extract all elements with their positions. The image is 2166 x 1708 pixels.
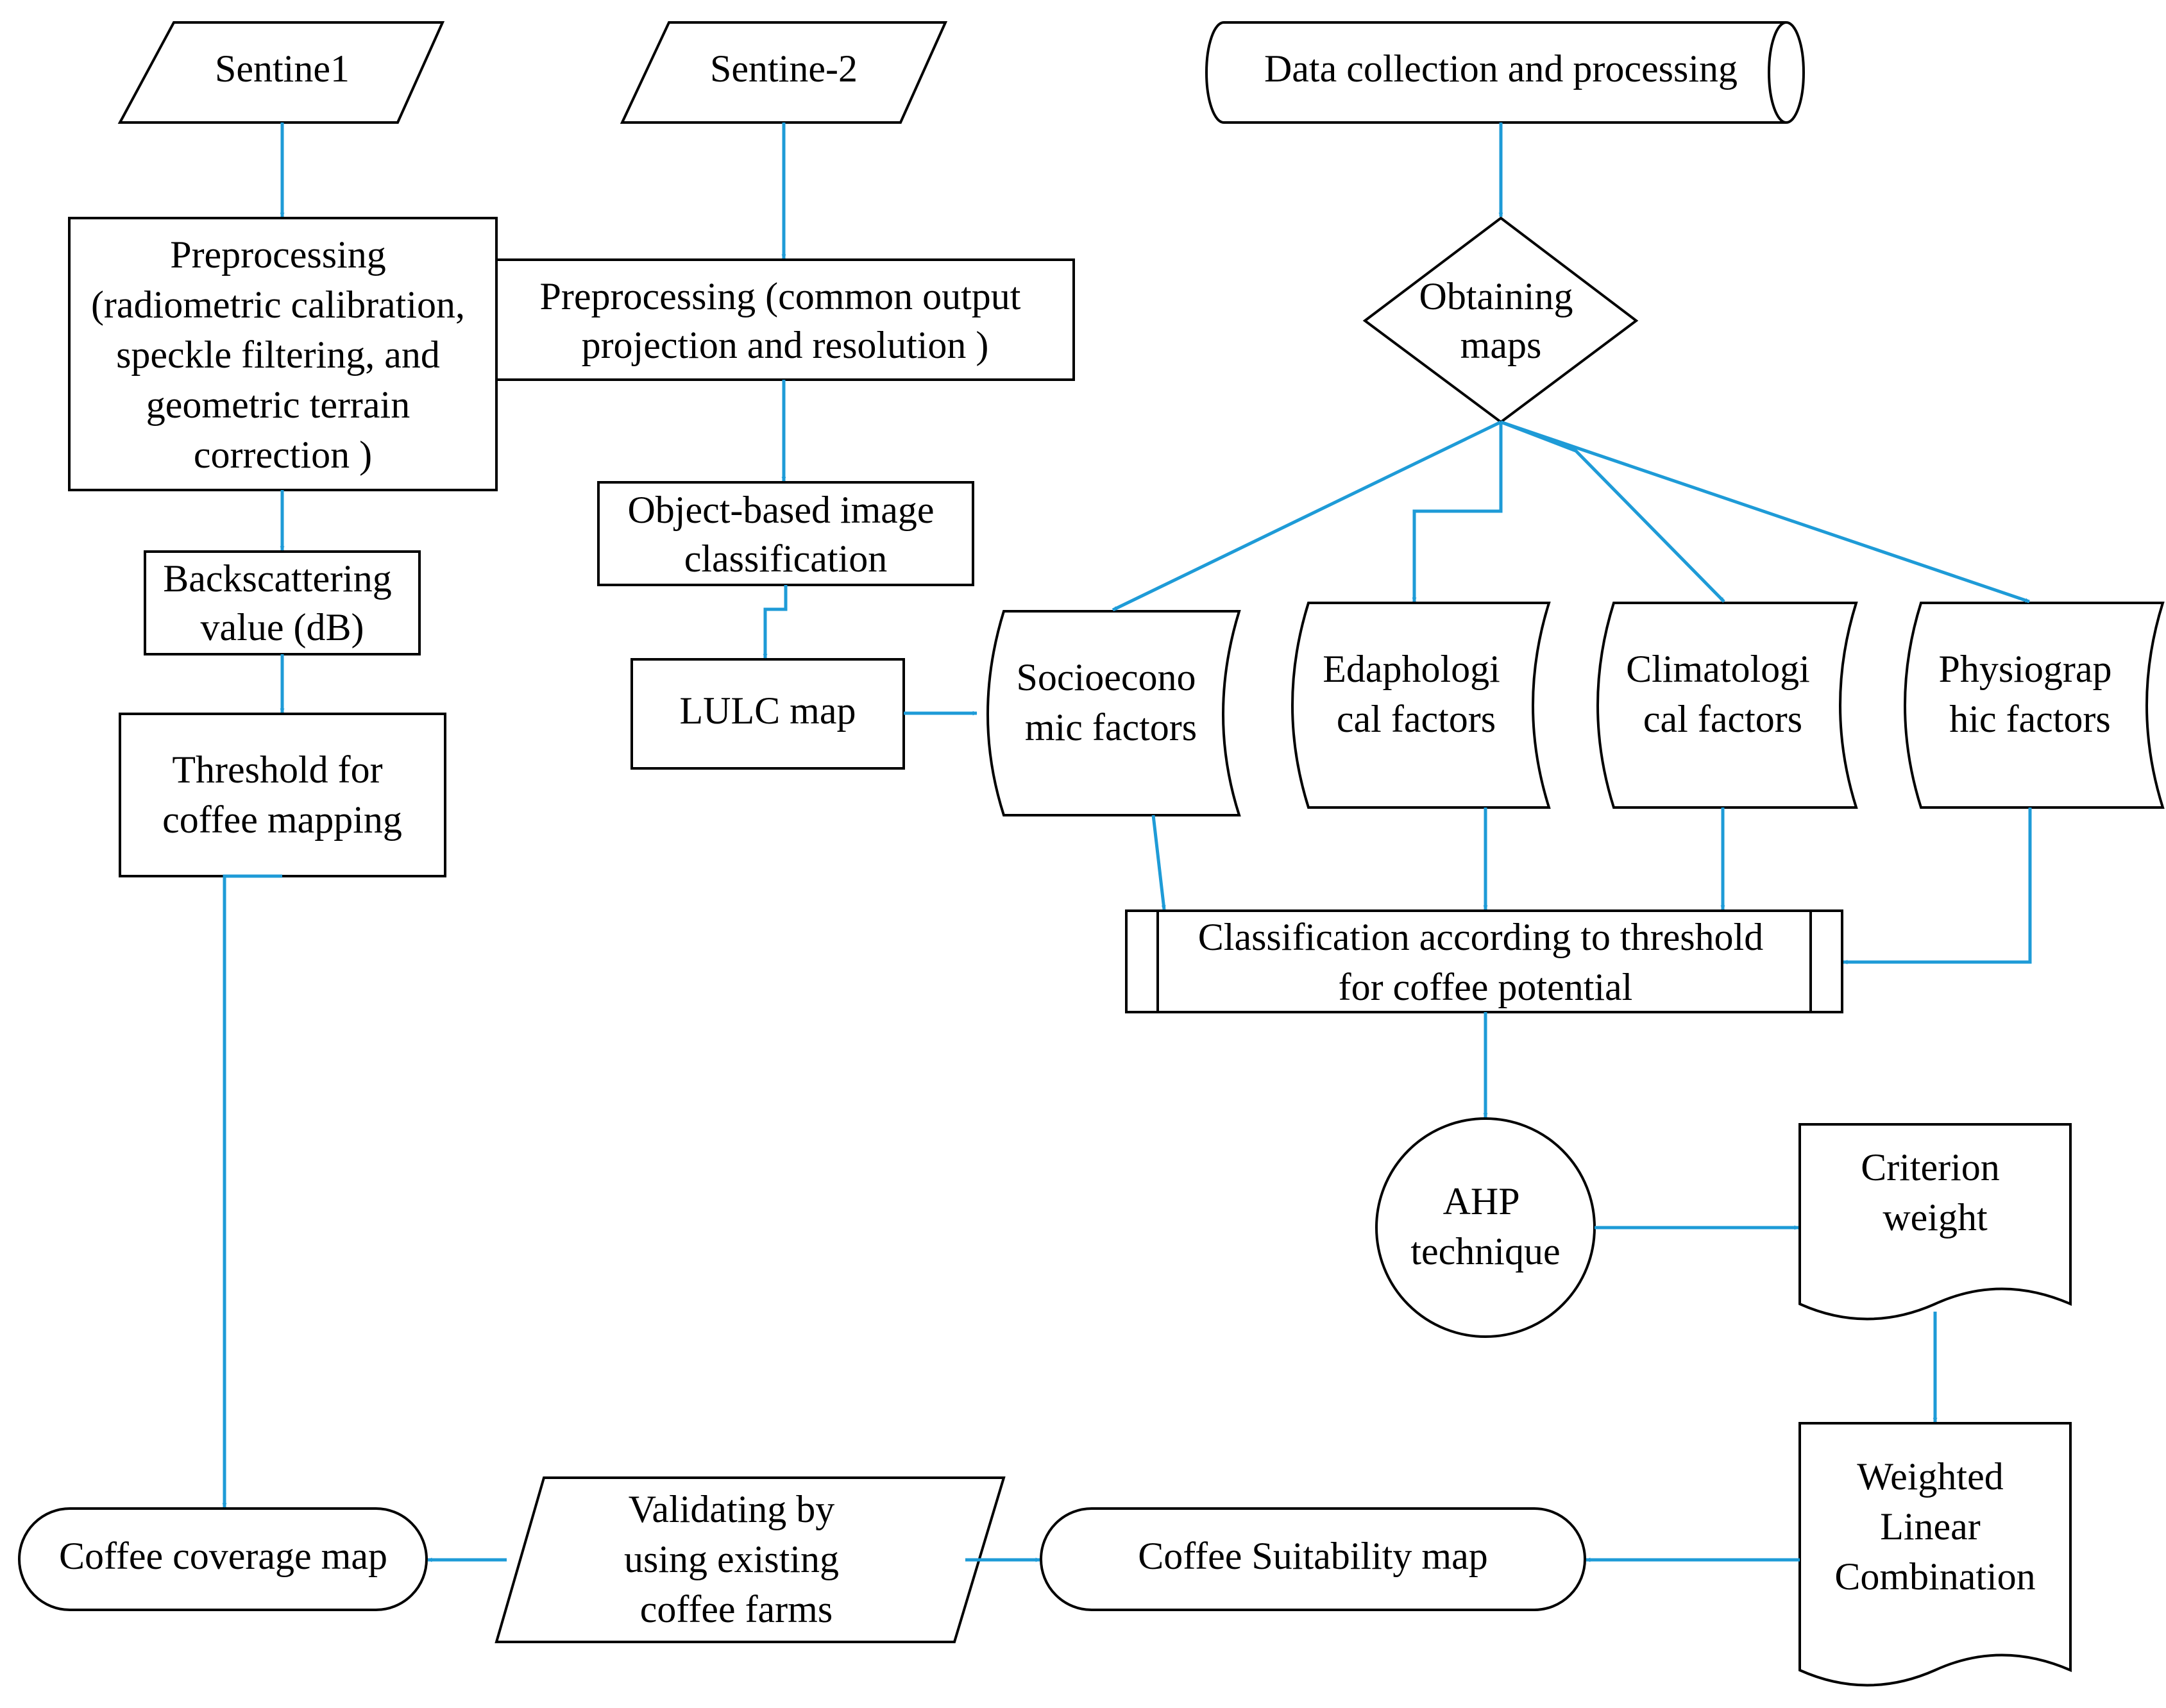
preprocessing-s2-label: Preprocessing (common output projection … [540, 275, 1031, 366]
sentinel2-label: Sentine-2 [710, 47, 858, 90]
coffee-coverage-label: Coffee coverage map [59, 1535, 387, 1577]
arrow-obtaining-to-edaphological [1412, 422, 1503, 602]
classification-node: Classification according to threshold fo… [1125, 909, 1843, 1013]
climatological-label: Climatologi cal factors [1626, 648, 1820, 740]
validating-label: Validating by using existing coffee farm… [624, 1488, 849, 1630]
physiographic-label: Physiograp hic factors [1939, 648, 2122, 740]
arrow-threshold-to-coverage [222, 874, 282, 1508]
arrow-obtaining-to-climatological [1500, 420, 1725, 603]
connectors [222, 123, 2032, 1562]
edaphological-node: Edaphologi cal factors [1291, 602, 1551, 809]
wlc-node: Weighted Linear Combination [1798, 1422, 2072, 1687]
edaphological-label: Edaphologi cal factors [1323, 648, 1510, 740]
socioeconomic-label: Socioecono mic factors [1017, 656, 1206, 748]
arrow-obtaining-to-physiographic [1500, 420, 2030, 604]
socioeconomic-node: Socioecono mic factors [986, 610, 1241, 816]
coffee-suitability-label: Coffee Suitability map [1138, 1535, 1487, 1577]
lulc-map-label: LULC map [680, 689, 856, 732]
lulc-map-node: LULC map [630, 658, 905, 770]
coffee-suitability-node: Coffee Suitability map [1040, 1507, 1586, 1611]
preprocessing-s2-node: Preprocessing (common output projection … [495, 258, 1075, 381]
preprocessing-s1-label: Preprocessing (radiometric calibration, … [91, 233, 475, 476]
obtaining-maps-label: Obtaining maps [1419, 275, 1583, 366]
validating-node: Validating by using existing coffee farm… [495, 1476, 1006, 1643]
arrow-obtaining-to-socioeconomic [1112, 420, 1502, 612]
obtaining-maps-node: Obtaining maps [1362, 216, 1639, 424]
preprocessing-s1-node: Preprocessing (radiometric calibration, … [68, 217, 498, 491]
classification-label: Classification according to threshold fo… [1198, 916, 1773, 1008]
wlc-label: Weighted Linear Combination [1834, 1455, 2035, 1598]
criterion-weight-node: Criterion weight [1798, 1123, 2072, 1321]
arrow-object-to-lulc [763, 585, 788, 659]
sentinel1-node: Sentine1 [117, 21, 445, 124]
coffee-coverage-node: Coffee coverage map [18, 1507, 428, 1611]
object-based-node: Object-based image classification [597, 481, 974, 586]
ahp-label: AHP technique [1410, 1180, 1560, 1273]
sentinel1-label: Sentine1 [215, 47, 350, 90]
threshold-node: Threshold for coffee mapping [119, 713, 446, 877]
ahp-node: AHP technique [1375, 1117, 1596, 1338]
sentinel2-node: Sentine-2 [620, 21, 948, 124]
arrow-socioeconomic-to-classification [1151, 815, 1166, 910]
criterion-weight-label: Criterion weight [1861, 1146, 2009, 1239]
physiographic-node: Physiograp hic factors [1904, 602, 2165, 809]
object-based-label: Object-based image classification [627, 489, 943, 580]
data-collection-label: Data collection and processing [1264, 47, 1738, 90]
backscattering-label: Backscattering value (dB) [163, 557, 402, 648]
climatological-node: Climatologi cal factors [1596, 602, 1858, 809]
threshold-label: Threshold for coffee mapping [162, 748, 402, 841]
backscattering-node: Backscattering value (dB) [144, 550, 421, 655]
data-collection-node: Data collection and processing [1205, 21, 1805, 124]
arrow-physiographic-to-classification [1843, 807, 2032, 965]
